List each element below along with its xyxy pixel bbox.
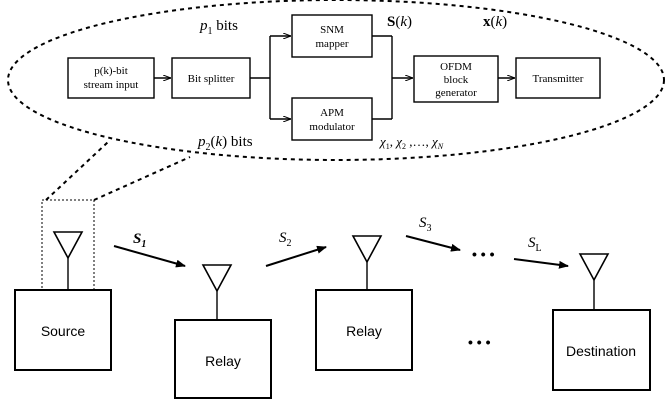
- chi-symbols-label: χ1, χ2 ,…, χN: [378, 134, 444, 151]
- relay1-label: Relay: [205, 353, 241, 369]
- source-antenna-icon: [52, 231, 84, 260]
- stream-input-label-2: stream input: [84, 79, 139, 91]
- hop-arrow-s1: [113, 245, 186, 268]
- transmitter-label: Transmitter: [533, 73, 584, 85]
- x-k-label: x(k): [483, 14, 507, 30]
- bit-splitter-block: [171, 57, 251, 99]
- stream-input-label-1: p(k)-bit: [94, 65, 128, 77]
- hop-label-s1: S1: [133, 231, 146, 250]
- ofdm-label-2: block: [444, 74, 469, 86]
- snm-label-1: SNM: [320, 24, 344, 36]
- zoom-leader-left: [45, 141, 109, 201]
- hop-arrow-s2: [265, 245, 327, 267]
- ellipsis-top: • • •: [472, 246, 495, 262]
- destination-antenna-icon: [578, 253, 610, 282]
- s-k-label: S(k): [387, 14, 412, 30]
- transmitter-block: [515, 57, 601, 99]
- relay2-antenna-icon: [351, 235, 383, 264]
- relay2-label: Relay: [346, 323, 382, 339]
- apm-modulator-block: [291, 97, 373, 141]
- ellipsis-bottom: • • •: [468, 334, 491, 350]
- ofdm-label-1: OFDM: [440, 61, 472, 73]
- hop-arrow-sL: [513, 258, 569, 269]
- stream-input-block: [67, 57, 155, 99]
- destination-node: [552, 309, 651, 391]
- hop-arrow-s3: [405, 235, 461, 252]
- p2-bits-label: p2(k) bits: [197, 134, 253, 153]
- ofdm-block: [413, 55, 499, 103]
- hop-label-s3: S3: [419, 215, 432, 234]
- relay1-antenna-icon: [201, 264, 233, 293]
- zoom-leader-right: [93, 156, 191, 201]
- relay1-node: [174, 319, 272, 399]
- apm-label-1: APM: [320, 107, 344, 119]
- hop-label-sL: SL: [528, 235, 542, 254]
- zoom-ellipse: [7, 0, 665, 161]
- source-node: [14, 289, 112, 371]
- destination-label: Destination: [566, 343, 636, 359]
- bit-splitter-label: Bit splitter: [188, 73, 235, 85]
- relay2-node: [315, 289, 413, 371]
- apm-label-2: modulator: [309, 121, 355, 133]
- hop-label-s2: S2: [279, 230, 292, 249]
- snm-mapper-block: [291, 14, 373, 58]
- source-label: Source: [41, 323, 86, 339]
- p1-bits-label: p1 bits: [199, 18, 238, 37]
- snm-label-2: mapper: [316, 38, 349, 50]
- ofdm-label-3: generator: [435, 87, 477, 99]
